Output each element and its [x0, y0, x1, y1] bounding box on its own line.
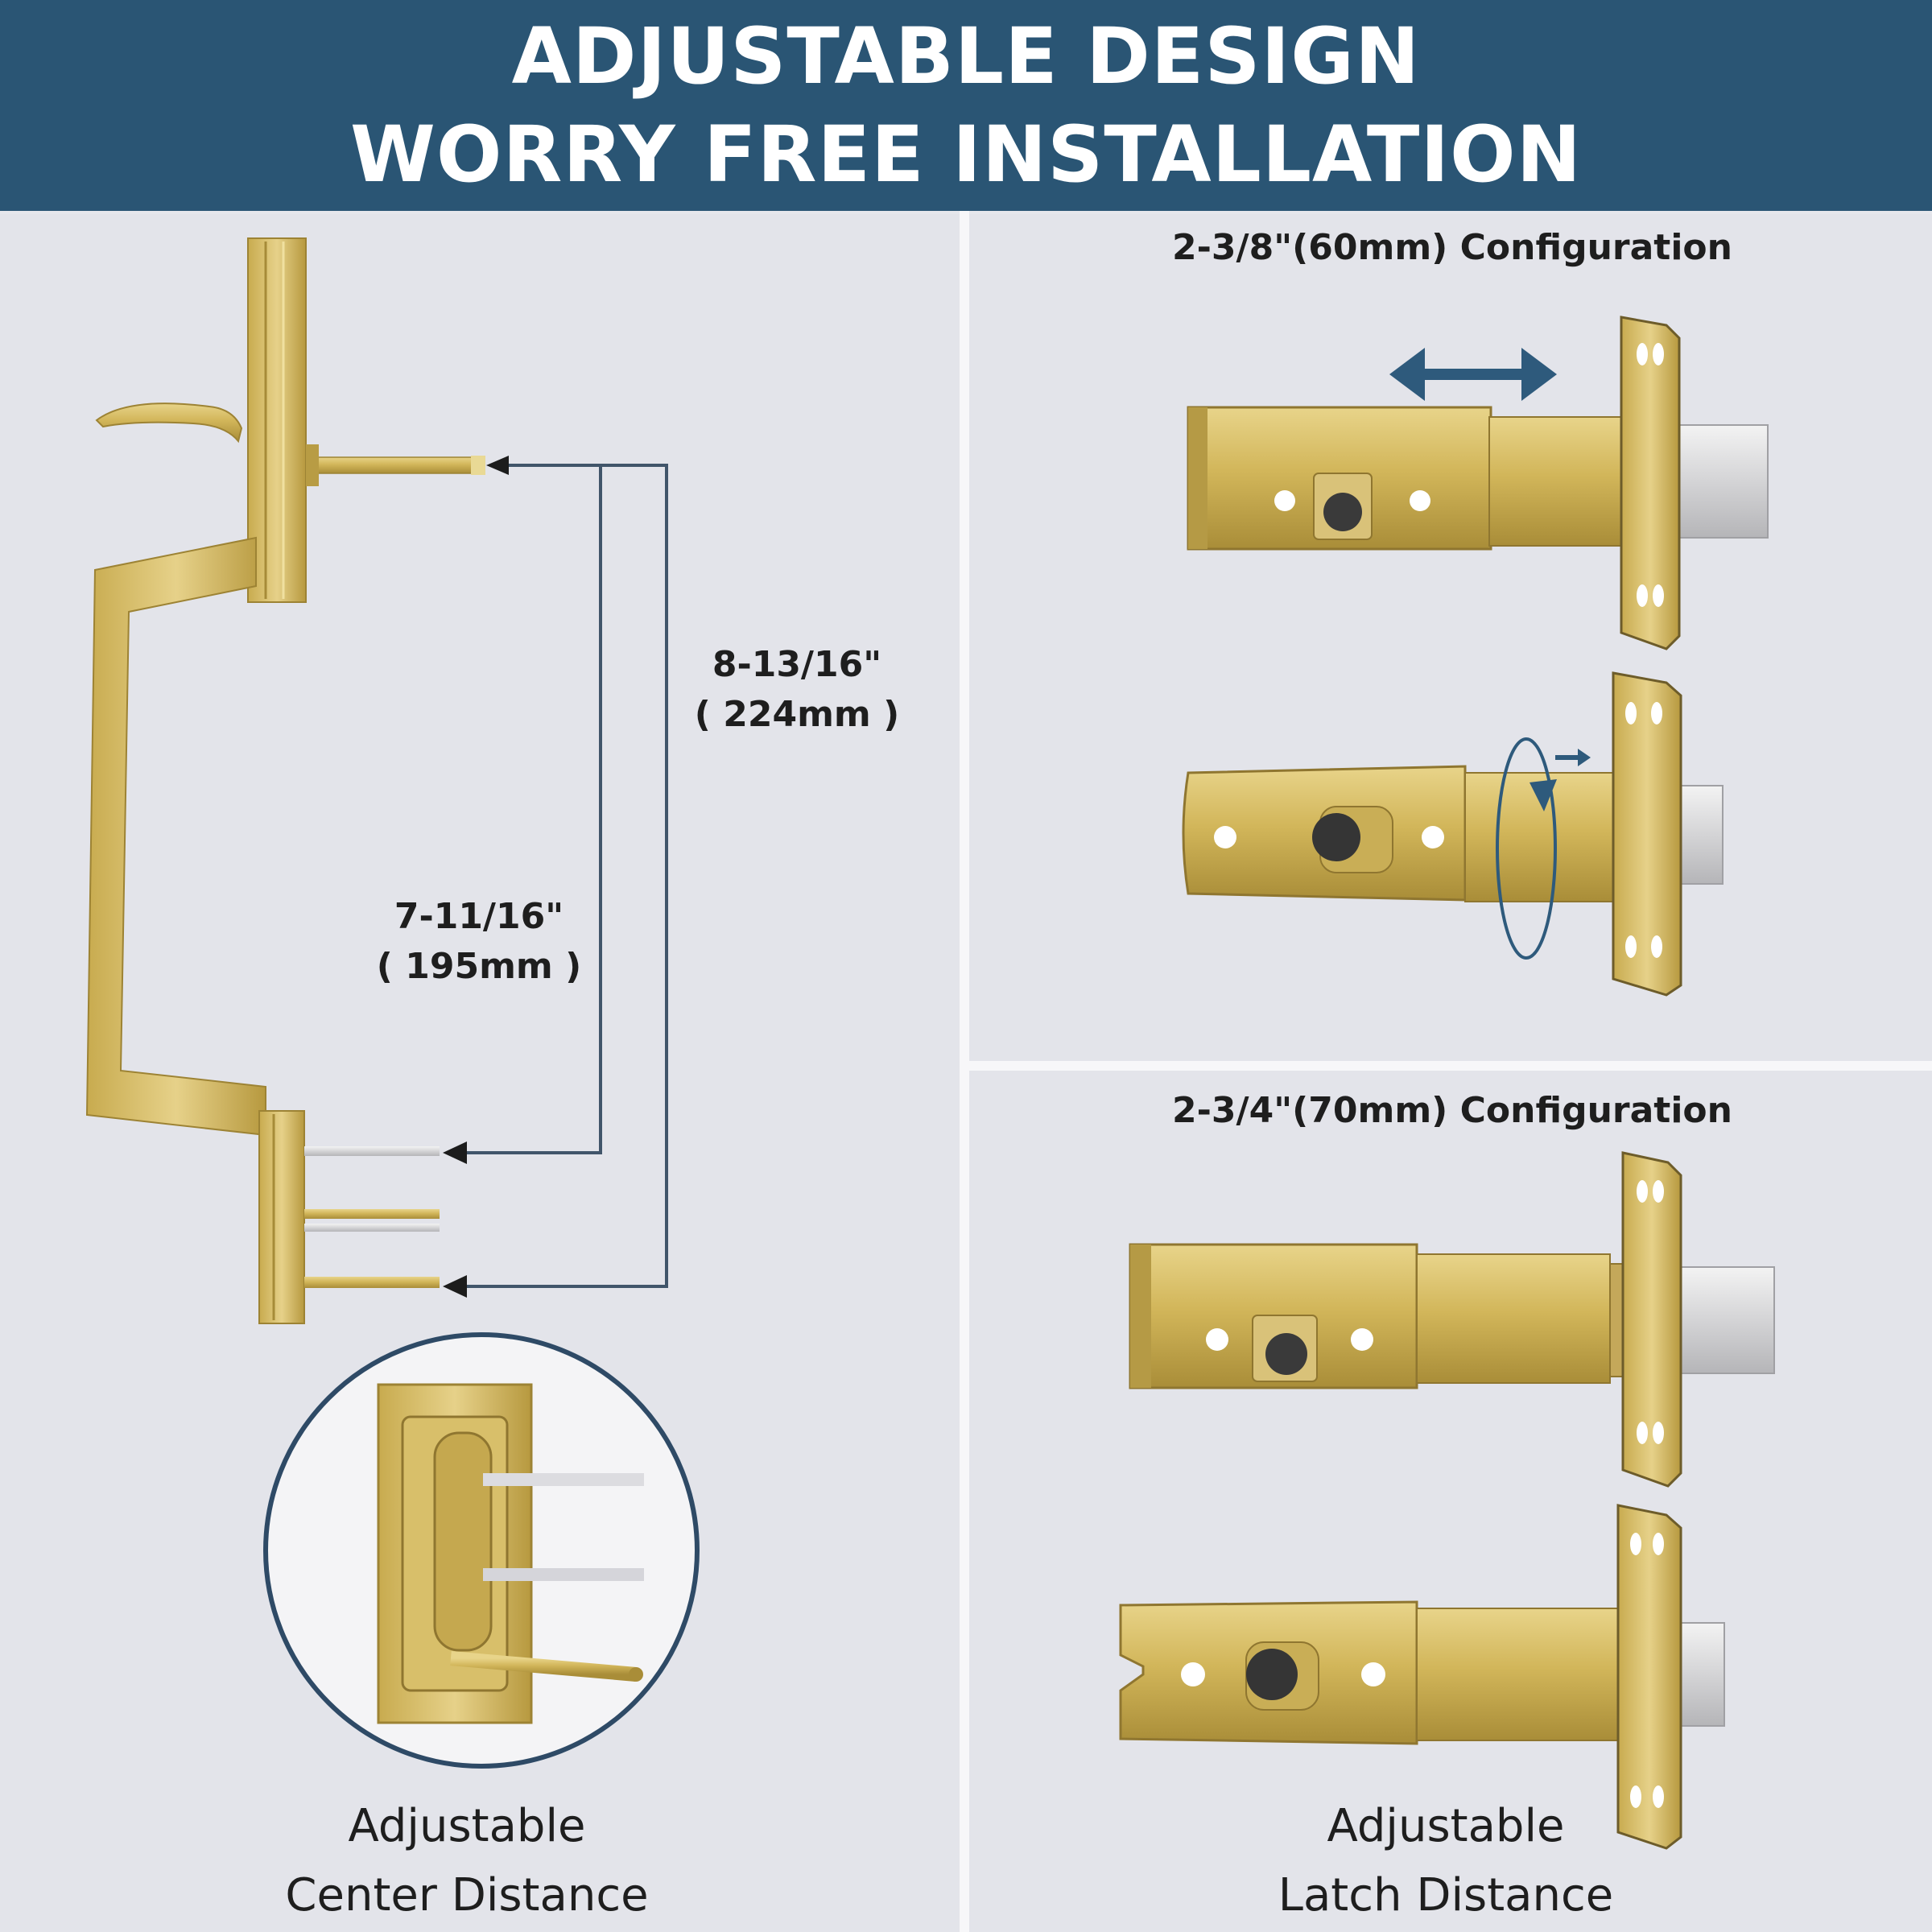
right-caption-line-1: Adjustable: [1327, 1800, 1565, 1852]
latch-60mm-top: [1187, 316, 1769, 650]
left-caption-line-1: Adjustable: [348, 1800, 586, 1852]
right-bottom-panel: [969, 1071, 1932, 1932]
small-arrow-icon: [1555, 749, 1591, 766]
arrowhead-bottom: [443, 1275, 467, 1298]
latch-70mm-bottom: [1119, 1504, 1725, 1850]
right-caption-line-2: Latch Distance: [1278, 1869, 1614, 1922]
double-arrow-icon: [1389, 348, 1557, 401]
dimension-outer-metric: ( 224mm ): [694, 694, 900, 735]
dimension-inner-label: 7-11/16" ( 195mm ): [346, 892, 612, 992]
left-caption: Adjustable Center Distance: [145, 1792, 789, 1930]
title-line-2: WORRY FREE INSTALLATION: [350, 109, 1582, 200]
dimension-inner-fraction: 7-11/16": [394, 896, 564, 937]
arrowhead-middle: [443, 1141, 467, 1164]
dimension-outer-label: 8-13/16" ( 224mm ): [660, 640, 934, 740]
config-70mm-label: 2-3/4"(70mm) Configuration: [1172, 1090, 1732, 1131]
left-caption-line-2: Center Distance: [285, 1869, 649, 1922]
header-banner: ADJUSTABLE DESIGN WORRY FREE INSTALLATIO…: [0, 0, 1932, 211]
right-top-panel: [969, 214, 1932, 1061]
dimension-inner-metric: ( 195mm ): [376, 946, 582, 987]
dimension-lines: [464, 464, 668, 1288]
latch-70mm-top: [1129, 1151, 1775, 1488]
handleset-illustration: [85, 237, 485, 1324]
config-60mm-label: 2-3/8"(60mm) Configuration: [1172, 227, 1732, 268]
horizontal-divider: [969, 1061, 1932, 1071]
vertical-divider: [960, 211, 969, 1932]
rotate-arrow-icon: [1496, 737, 1557, 960]
dimension-outer-fraction: 8-13/16": [712, 644, 882, 685]
zoom-detail-circle: [263, 1332, 700, 1769]
latch-60mm-bottom: [1182, 671, 1724, 997]
arrowhead-top: [486, 456, 509, 475]
right-caption: Adjustable Latch Distance: [1124, 1792, 1768, 1930]
title-line-1: ADJUSTABLE DESIGN: [511, 11, 1421, 101]
